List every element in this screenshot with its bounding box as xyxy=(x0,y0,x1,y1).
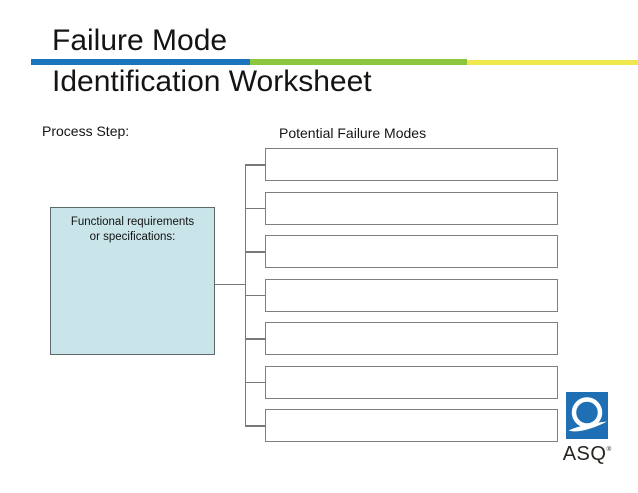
functional-requirements-box[interactable]: Functional requirements or specification… xyxy=(50,207,215,355)
connector-stub xyxy=(245,338,265,340)
connector-stub xyxy=(245,251,265,253)
slide-title-line2: Identification Worksheet xyxy=(52,65,372,98)
process-step-label: Process Step: xyxy=(42,123,130,139)
functional-requirements-label-line2: or specifications: xyxy=(89,230,176,243)
asq-logo-text: ASQ® xyxy=(562,443,612,465)
accent-bar-blue xyxy=(31,59,250,65)
failure-mode-box[interactable] xyxy=(265,148,558,181)
connector-stub xyxy=(245,381,265,383)
failure-mode-box[interactable] xyxy=(265,191,558,225)
accent-bar-green xyxy=(250,59,467,65)
asq-logo-q-icon xyxy=(566,392,608,439)
registered-mark: ® xyxy=(606,446,612,453)
failure-mode-box[interactable] xyxy=(265,322,558,355)
failure-mode-box[interactable] xyxy=(265,409,558,442)
connector-stub xyxy=(245,425,265,427)
connector-stub xyxy=(245,294,265,296)
slide-title-line1: Failure Mode xyxy=(52,24,228,57)
accent-bar-yellow xyxy=(467,60,638,65)
asq-logo: ASQ® xyxy=(560,392,614,464)
title-accent-bar xyxy=(31,59,638,65)
failure-mode-box[interactable] xyxy=(265,278,558,312)
potential-failure-modes-label: Potential Failure Modes xyxy=(279,125,427,141)
failure-mode-box[interactable] xyxy=(265,365,558,399)
functional-requirements-label-line1: Functional requirements xyxy=(70,216,195,228)
connector-stub xyxy=(245,207,265,209)
connector-line-horizontal xyxy=(215,283,245,285)
connector-stub xyxy=(245,164,265,166)
failure-mode-box[interactable] xyxy=(265,235,558,268)
